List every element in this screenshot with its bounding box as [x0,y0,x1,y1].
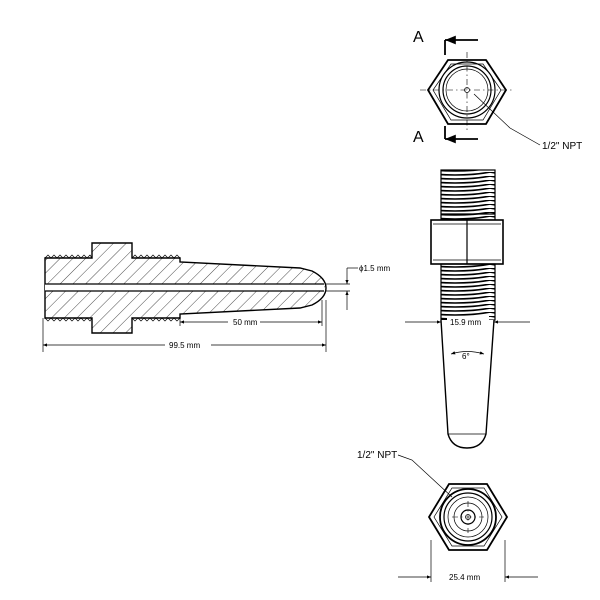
dim-taper-length: 50 mm [233,318,258,327]
top-hex-view [420,35,541,146]
section-view [42,242,358,352]
dim-overall-length: 99.5 mm [169,341,200,350]
bottom-hex-view [397,454,538,582]
thread-callout-bottom: 1/2" NPT [357,450,397,461]
side-view [405,169,530,449]
thread-callout-top: 1/2" NPT [542,141,582,152]
dim-hex-across-flats: 25.4 mm [449,573,480,582]
dim-bore-diameter: ϕ1.5 mm [359,264,390,273]
dim-thread-diameter: 15.9 mm [450,318,481,327]
section-label-a-bottom: A [413,129,424,146]
section-label-a-top: A [413,29,424,46]
dim-taper-angle: 6° [462,352,470,361]
